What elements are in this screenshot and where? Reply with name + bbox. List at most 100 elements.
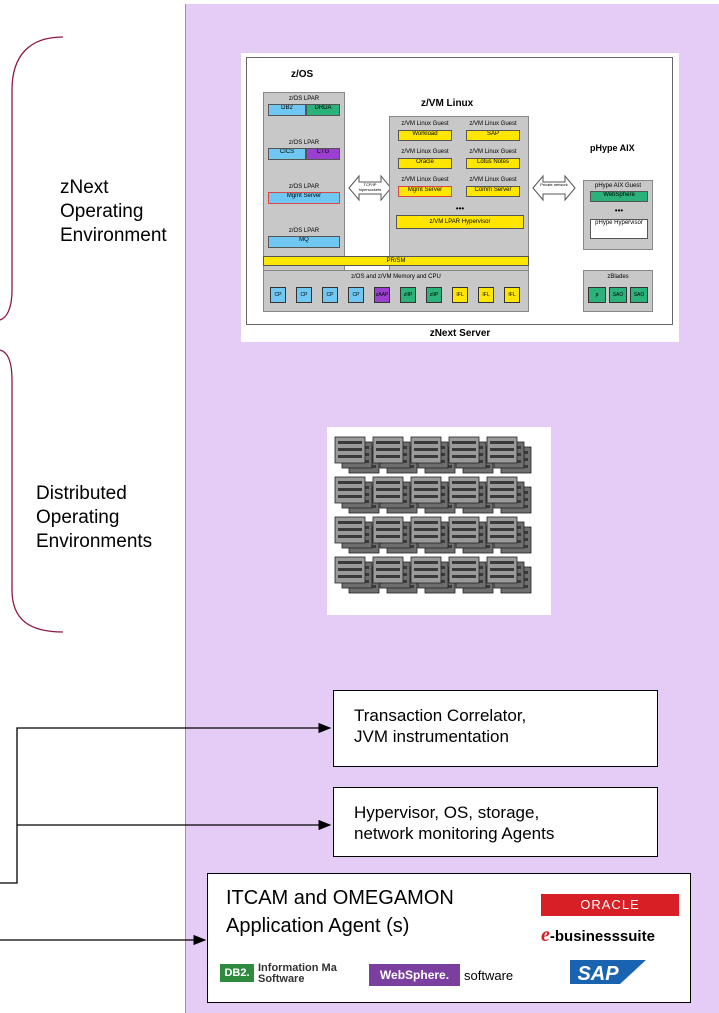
sap-cell: SAP [466,130,520,141]
cpu-chip: CP [270,287,286,303]
server-unit [448,476,480,504]
zvm-hypervisor: z/VM LPAR Hypervisor [396,215,524,229]
transaction-connector [0,722,332,884]
znext-frame: z/OS z/OS LPAR DB2 DRDA z/OS LPAR CICS C… [246,57,673,325]
znext-env-line-3: Environment [60,225,167,246]
distributed-env-line-2: Operating [36,507,120,528]
environment-braces [0,36,64,633]
comm-server-cell: Comm Server [466,186,520,197]
server-unit [486,556,518,584]
itcam-line-2: Application Agent (s) [226,915,410,937]
server-unit [486,476,518,504]
server-unit [448,436,480,464]
information-management-logo: Information Ma Software [258,963,368,985]
phype-hypervisor: pHype Hypervisor [590,219,648,239]
server-unit [334,556,366,584]
cpu-chip: zAAP [374,287,390,303]
oracle-logo: ORACLE [541,894,679,916]
zblades-box: zBlades p SAO SAO [583,270,653,312]
ebs-e-mark: e [541,924,550,946]
phype-ellipsis: ••• [614,206,624,215]
server-unit [486,436,518,464]
zvm-column: z/VM Linux Guest Workload z/VM Linux Gue… [389,116,529,272]
sap-logo-text: SAP [577,963,619,984]
server-unit [334,436,366,464]
drda-cell: DRDA [306,104,340,116]
cpu-chip: CP [348,287,364,303]
workload-cell: Workload [398,130,452,141]
hypervisor-agents-box: Hypervisor, OS, storage, network monitor… [333,787,658,857]
cpu-chip: CP [322,287,338,303]
cpu-chip: IFL [478,287,494,303]
itcam-agents-box: ITCAM and OMEGAMON Application Agent (s)… [207,873,691,1003]
server-rack-image [327,427,551,615]
private-network-label: Private network [540,182,568,187]
distributed-env-line-1: Distributed [36,483,127,504]
info-mgmt-line-2: Software [258,973,305,985]
lpar-cics: z/OS LPAR CICS CTG [268,140,340,160]
websphere-cell: WebSphere [590,191,648,202]
guest-title: z/VM Linux Guest [469,149,517,155]
mq-cell: MQ [268,236,340,248]
guest-mgmt: z/VM Linux Guest Mgmt Server [394,177,456,203]
zvm-title: z/VM Linux [421,98,474,109]
sap-logo: SAP [570,960,646,984]
server-unit [448,516,480,544]
zblades-title: zBlades [607,274,629,280]
distributed-env-label: Distributed Operating Environments [36,482,152,554]
cpu-chip: CP [296,287,312,303]
server-unit [372,516,404,544]
phype-title: pHype AIX [590,143,635,153]
oracle-cell: Oracle [398,158,452,169]
transaction-line-1: Transaction Correlator, [354,706,527,725]
private-network-arrow-icon [532,174,576,202]
guest-comm: z/VM Linux Guest Comm Server [462,177,524,203]
cics-cell: CICS [268,148,306,160]
guest-title: z/VM Linux Guest [401,177,449,183]
lpar-db2: z/OS LPAR DB2 DRDA [268,96,340,116]
db2-logo: DB2. [220,964,254,982]
hypervisor-line-2: network monitoring Agents [354,824,555,843]
hypervisor-line-1: Hypervisor, OS, storage, [354,803,540,822]
transaction-line-2: JVM instrumentation [354,727,509,746]
ebs-text: -businesssuite [549,928,655,945]
mgmt-server-cell: Mgmt Server [268,192,340,204]
transaction-correlator-box: Transaction Correlator, JVM instrumentat… [333,690,658,767]
lpar-title: z/OS LPAR [288,184,320,190]
itcam-label: ITCAM and OMEGAMON Application Agent (s) [226,884,454,940]
zos-title: z/OS [291,69,314,80]
db2-cell: DB2 [268,104,306,116]
guest-oracle: z/VM Linux Guest Oracle [394,149,456,175]
znext-env-line-2: Operating [60,201,144,222]
cpu-chip: zIIP [426,287,442,303]
guest-title: z/VM Linux Guest [401,149,449,155]
distributed-env-line-3: Environments [36,531,153,552]
server-unit [334,516,366,544]
zvm-ellipsis: ••• [455,204,465,213]
server-unit [448,556,480,584]
ebusiness-suite-logo: e-businesssuite [541,924,691,947]
guest-title: z/VM Linux Guest [469,177,517,183]
mgmt-server-cell: Mgmt Server [398,186,452,197]
info-mgmt-line-1: Information Ma [258,963,337,974]
cpu-chip: zIIP [400,287,416,303]
server-grid-icon [334,436,532,594]
cpu-chip: IFL [504,287,520,303]
server-unit [372,436,404,464]
itcam-line-1: ITCAM and OMEGAMON [226,887,454,909]
prsm-bar: PR/SM [263,256,529,266]
znext-env-label: zNext Operating Environment [60,176,167,248]
connector-arrows [0,722,332,946]
server-unit [334,476,366,504]
lpar-mq: z/OS LPAR MQ [268,228,340,248]
guest-workload: z/VM Linux Guest Workload [394,121,456,147]
aix-guest-title: pHype AIX Guest [594,183,642,189]
guest-title: z/VM Linux Guest [401,121,449,127]
guest-title: z/VM Linux Guest [469,121,517,127]
lpar-title: z/OS LPAR [288,140,320,146]
software-text: software [464,968,514,983]
znext-brace [0,36,64,321]
server-unit [410,436,442,464]
websphere-logo: WebSphere. [369,964,460,986]
